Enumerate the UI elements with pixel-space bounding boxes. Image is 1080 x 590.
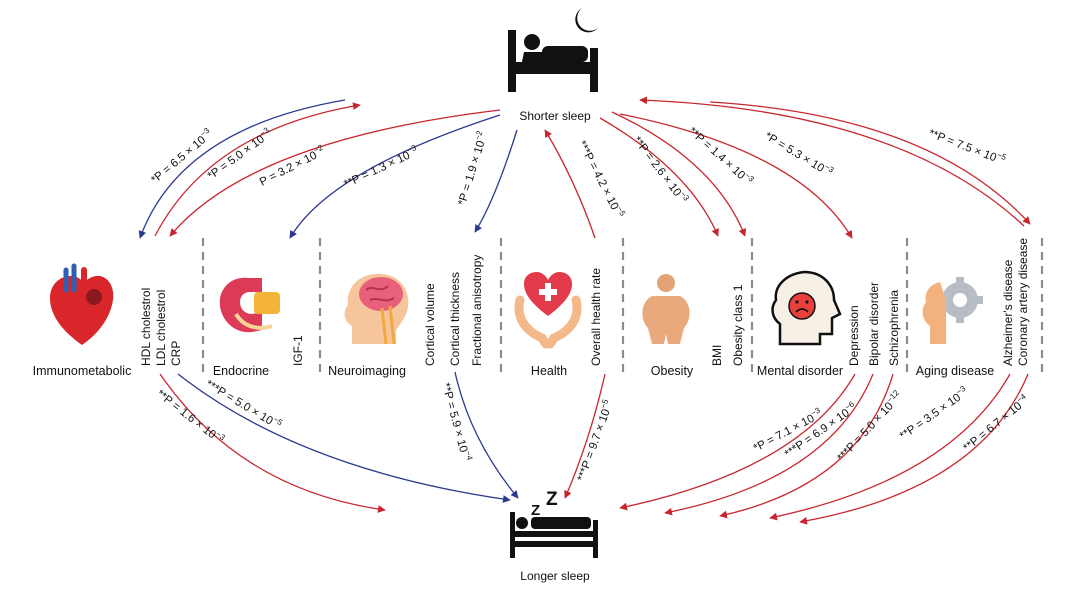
arrow-shorter-obesity1 bbox=[611, 111, 747, 237]
arrow-shorter-crp bbox=[169, 109, 501, 237]
trait-cortical-thickness: Cortical thickness bbox=[448, 272, 462, 366]
longer-sleep-label: Longer sleep bbox=[520, 569, 590, 583]
shorter-sleep-node: Shorter sleep bbox=[508, 8, 598, 123]
heart-icon bbox=[50, 263, 114, 345]
person-in-bed-moon-icon bbox=[508, 8, 598, 92]
trait-ldl: LDL cholestrol bbox=[154, 290, 168, 366]
trait-crp: CRP bbox=[169, 341, 183, 366]
arrow-shorter-alzheimers bbox=[639, 96, 1025, 227]
trait-coronary-artery-disease: Coronary artery disease bbox=[1016, 238, 1030, 366]
brain-head-icon bbox=[344, 273, 409, 345]
shorter-sleep-annotations: *P = 6.5 × 10−3 *P = 5.0 × 10−3 P = 3.2 … bbox=[147, 123, 1008, 218]
svg-text:Z: Z bbox=[531, 502, 540, 519]
arrow-shorter-hdl bbox=[138, 99, 346, 239]
svg-text:Z: Z bbox=[546, 489, 558, 510]
p-annotation: **P = 6.7 × 10−4 bbox=[959, 392, 1031, 455]
trait-alzheimers-disease: Alzheimer's disease bbox=[1001, 259, 1015, 366]
longer-sleep-node: Z Z Longer sleep bbox=[510, 489, 598, 583]
arrow-longer-schizophrenia bbox=[719, 373, 894, 519]
category-health: Health bbox=[531, 364, 567, 378]
p-annotation: P = 3.2 × 10−2 bbox=[257, 143, 328, 189]
category-endocrine: Endocrine bbox=[213, 364, 269, 378]
arrow-longer-crp bbox=[177, 373, 511, 503]
p-annotation: ***P = 9.7 × 10−5 bbox=[573, 397, 616, 483]
longer-sleep-arrows bbox=[159, 371, 1029, 525]
trait-schizophrenia: Schizophrenia bbox=[887, 290, 901, 366]
trait-labels: HDL cholestrol LDL cholestrol CRP IGF-1 … bbox=[139, 238, 1030, 366]
arrow-longer-cad bbox=[799, 373, 1029, 525]
p-annotation: *P = 5.3 × 10−3 bbox=[762, 128, 835, 180]
p-annotation: **P = 1.3 × 10−3 bbox=[341, 143, 421, 191]
trait-cortical-volume: Cortical volume bbox=[423, 283, 437, 366]
category-aging-disease: Aging disease bbox=[916, 364, 995, 378]
heart-hands-icon bbox=[514, 272, 582, 349]
arrow-longer-ldl bbox=[159, 373, 386, 513]
obese-person-icon bbox=[642, 274, 690, 344]
p-annotation: **P = 2.6 × 10−3 bbox=[631, 133, 692, 207]
category-labels: Immunometabolic Endocrine Neuroimaging H… bbox=[33, 364, 995, 378]
arrow-longer-alzheimers bbox=[769, 373, 1011, 521]
arrow-shorter-cad bbox=[709, 101, 1031, 225]
arrow-longer-bipolar bbox=[664, 373, 874, 516]
category-mental-disorder: Mental disorder bbox=[757, 364, 843, 378]
separators bbox=[201, 238, 1044, 372]
p-annotation: ***P = 5.0 × 10−12 bbox=[833, 388, 905, 464]
gear-head-icon bbox=[922, 277, 983, 344]
arrow-shorter-fa bbox=[474, 129, 518, 233]
trait-bipolar-disorder: Bipolar disorder bbox=[867, 282, 881, 366]
p-annotation: *P = 6.5 × 10−3 bbox=[147, 126, 215, 187]
longer-sleep-annotations: **P = 1.6 × 10−3 ***P = 5.0 × 10−5 **P =… bbox=[154, 376, 1031, 483]
sleeping-person-zzz-icon: Z Z bbox=[510, 489, 598, 558]
p-annotation: ***P = 5.0 × 10−5 bbox=[203, 376, 284, 433]
trait-depression: Depression bbox=[847, 305, 861, 366]
trait-obesity-class-1: Obesity class 1 bbox=[731, 284, 745, 366]
p-annotation: **P = 7.5 × 10−5 bbox=[927, 125, 1008, 168]
category-immunometabolic: Immunometabolic bbox=[33, 364, 132, 378]
arrow-longer-cortical-volume bbox=[454, 371, 519, 499]
trait-hdl: HDL cholestrol bbox=[139, 288, 153, 366]
arrow-longer-health bbox=[564, 373, 606, 499]
pancreas-icon bbox=[219, 277, 280, 333]
trait-bmi: BMI bbox=[710, 345, 724, 366]
arrow-longer-depression bbox=[619, 373, 856, 511]
trait-fractional-anisotropy: Fractional anisotropy bbox=[470, 255, 484, 366]
trait-igf1: IGF-1 bbox=[291, 335, 305, 366]
category-neuroimaging: Neuroimaging bbox=[328, 364, 406, 378]
arrow-shorter-health bbox=[544, 129, 596, 239]
shorter-sleep-label: Shorter sleep bbox=[519, 109, 591, 123]
p-annotation: *P = 1.9 × 10−2 bbox=[454, 129, 491, 207]
arrow-shorter-depression bbox=[619, 113, 853, 239]
p-annotation: **P = 5.9 × 10−4 bbox=[439, 381, 474, 463]
arrow-shorter-igf1 bbox=[289, 114, 501, 239]
shorter-sleep-arrows bbox=[138, 96, 1031, 239]
arrow-shorter-ldl bbox=[154, 102, 361, 237]
trait-overall-health-rate: Overall health rate bbox=[589, 268, 603, 366]
sad-head-icon bbox=[771, 270, 842, 346]
category-obesity: Obesity bbox=[651, 364, 694, 378]
arrow-shorter-bmi bbox=[599, 117, 719, 237]
p-annotation: **P = 1.4 × 10−3 bbox=[686, 123, 756, 188]
